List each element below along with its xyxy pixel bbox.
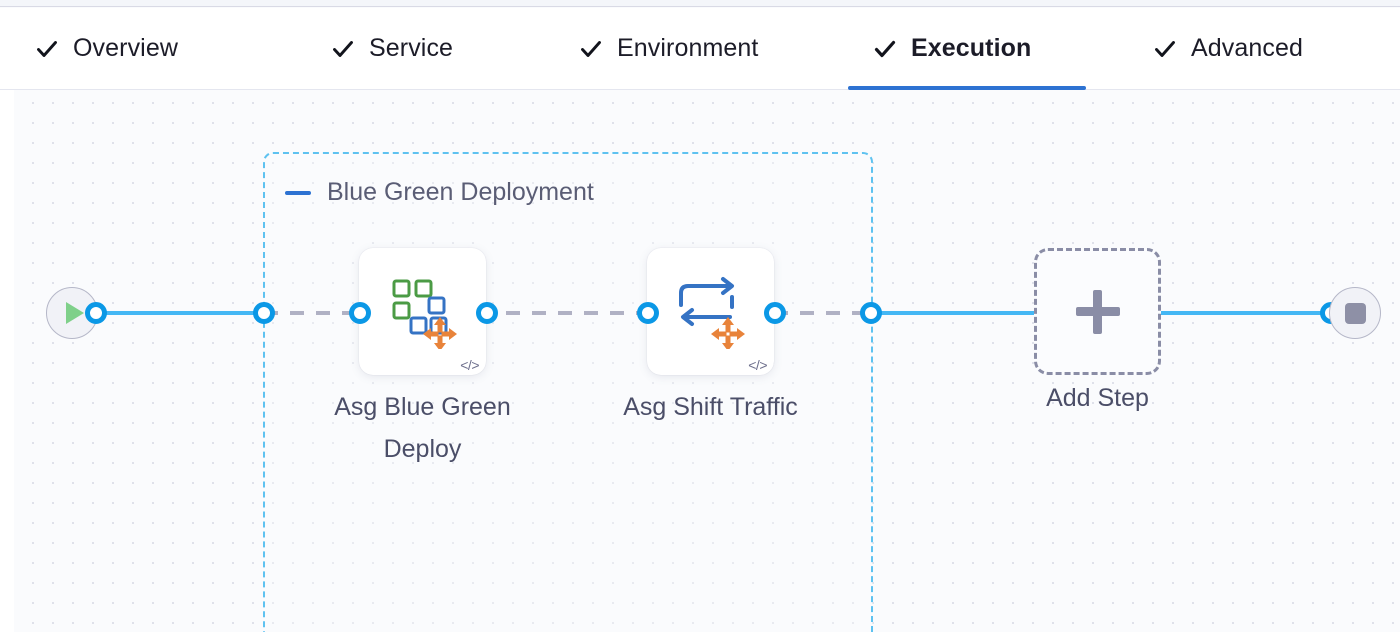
step-asg-shift-traffic[interactable]: </> Asg Shift Traffic — [623, 248, 798, 421]
code-badge-icon: </> — [748, 357, 767, 373]
tab-label: Service — [369, 34, 454, 62]
tab-service[interactable]: Service — [330, 8, 478, 89]
port-step2-in[interactable] — [637, 302, 659, 324]
tab-execution[interactable]: Execution — [848, 8, 1086, 90]
check-icon — [332, 38, 354, 60]
step-group-blue-green-deployment[interactable] — [263, 152, 873, 632]
link-add-step-to-end — [1152, 311, 1336, 315]
step-card[interactable]: </> — [359, 248, 486, 375]
port-step2-out[interactable] — [764, 302, 786, 324]
code-badge-icon: </> — [460, 357, 479, 373]
link-step1-to-step2 — [480, 311, 658, 315]
pipeline-end-node[interactable] — [1329, 287, 1381, 339]
tab-label: Execution — [911, 34, 1032, 62]
port-step1-out[interactable] — [476, 302, 498, 324]
tab-label: Environment — [617, 34, 759, 62]
top-strip — [0, 0, 1400, 7]
step-asg-blue-green-deploy[interactable]: </> Asg Blue Green Deploy — [334, 248, 511, 463]
add-step-node[interactable]: Add Step — [1034, 248, 1161, 411]
canvas-left-gutter — [0, 90, 14, 632]
link-start-to-group — [96, 311, 274, 315]
asg-blue-green-deploy-icon — [386, 275, 460, 351]
step-card[interactable]: </> — [647, 248, 774, 375]
add-step-label: Add Step — [1046, 384, 1149, 412]
pipeline-start-node[interactable] — [46, 287, 98, 339]
tab-advanced[interactable]: Advanced — [1152, 8, 1333, 89]
plus-icon — [1075, 289, 1120, 334]
check-icon — [874, 38, 896, 60]
tab-label: Overview — [73, 34, 178, 62]
add-step-card[interactable] — [1034, 248, 1161, 375]
link-group-in-to-step1 — [264, 311, 370, 315]
stop-icon — [1344, 302, 1366, 324]
port-group-in[interactable] — [253, 302, 275, 324]
step-group-title: Blue Green Deployment — [327, 178, 594, 206]
play-icon — [65, 302, 84, 324]
port-group-out[interactable] — [860, 302, 882, 324]
minus-icon[interactable] — [285, 190, 311, 195]
step-label: Asg Shift Traffic — [623, 393, 798, 421]
step-label: Asg Blue Green Deploy — [334, 393, 511, 463]
tab-overview[interactable]: Overview — [34, 8, 220, 89]
tab-label: Advanced — [1191, 34, 1303, 62]
port-start-out[interactable] — [85, 302, 107, 324]
link-group-to-add-step — [866, 311, 1046, 315]
check-icon — [36, 38, 58, 60]
step-group-header[interactable]: Blue Green Deployment — [285, 180, 594, 205]
check-icon — [580, 38, 602, 60]
pipeline-canvas[interactable]: Blue Green Deployment — [0, 90, 1400, 632]
tab-active-underline — [848, 86, 1086, 90]
port-step1-in[interactable] — [349, 302, 371, 324]
wizard-tab-bar: Overview Service Environment Execution — [0, 8, 1400, 90]
asg-shift-traffic-icon — [674, 275, 748, 351]
tab-environment[interactable]: Environment — [578, 8, 791, 89]
check-icon — [1154, 38, 1176, 60]
